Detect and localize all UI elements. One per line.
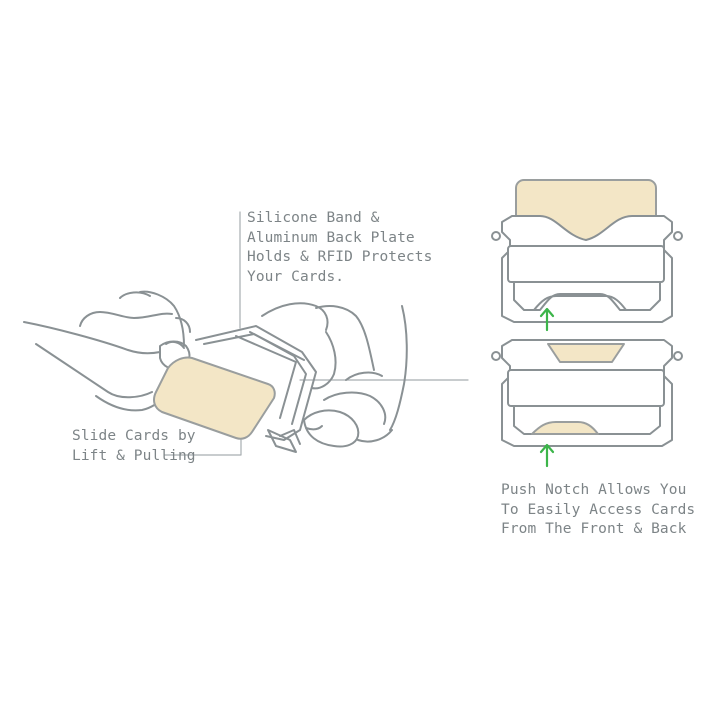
screw-top-left bbox=[491, 231, 501, 241]
left-arm-lower bbox=[35, 343, 153, 399]
band-top bbox=[507, 245, 665, 283]
left-finger-tip bbox=[175, 317, 191, 333]
right-finger-3 bbox=[345, 371, 383, 381]
leader-slide bbox=[164, 439, 242, 456]
card-peek-top bbox=[547, 343, 625, 363]
leader-lines bbox=[164, 211, 469, 456]
frame-top-inner bbox=[513, 257, 661, 311]
hands-illustration bbox=[23, 290, 408, 453]
screw-top-right bbox=[673, 231, 683, 241]
wallet-view-top bbox=[491, 179, 683, 323]
callout-push-notch: Push Notch Allows You To Easily Access C… bbox=[501, 481, 695, 540]
screw-bottom-right bbox=[673, 351, 683, 361]
callout-silicone-band: Silicone Band & Aluminum Back Plate Hold… bbox=[247, 209, 432, 287]
callout-line: To Easily Access Cards bbox=[501, 501, 696, 518]
arrow-up-icon bbox=[539, 443, 555, 468]
right-finger-tip bbox=[305, 425, 323, 431]
left-palm bbox=[79, 311, 173, 327]
right-arm-top bbox=[261, 302, 329, 331]
card-peek-bottom bbox=[531, 421, 599, 435]
callout-line: Slide Cards by bbox=[72, 428, 196, 444]
pulled-card bbox=[153, 356, 276, 440]
wallet-clip-2 bbox=[279, 429, 301, 445]
callout-line: Holds & RFID Protects bbox=[247, 249, 433, 265]
callout-line: From The Front & Back bbox=[501, 521, 687, 537]
callout-line: Aluminum Back Plate bbox=[247, 229, 415, 246]
callout-line: Silicone Band & bbox=[247, 210, 380, 226]
wallet-band-2 bbox=[249, 331, 305, 361]
left-finger-2 bbox=[119, 291, 151, 299]
band-bottom bbox=[507, 369, 665, 407]
left-thumbnail bbox=[165, 340, 185, 349]
notch-top bbox=[533, 295, 627, 311]
callout-line: Your Cards. bbox=[247, 268, 345, 285]
right-arm-outer bbox=[315, 305, 375, 371]
wallet-frame-outer bbox=[195, 325, 317, 441]
right-finger-2 bbox=[323, 391, 387, 425]
right-hand-lower bbox=[357, 429, 393, 443]
callout-slide-cards: Slide Cards by Lift & Pulling bbox=[72, 427, 196, 466]
wallet-view-bottom bbox=[491, 339, 683, 447]
left-arm-upper bbox=[23, 321, 161, 355]
right-wrist bbox=[389, 305, 408, 431]
arrow-up-icon bbox=[539, 307, 555, 332]
right-thumb bbox=[311, 331, 337, 390]
wallet-clip bbox=[267, 429, 297, 453]
right-finger-1 bbox=[303, 409, 360, 448]
wallet-band-1 bbox=[235, 335, 297, 419]
callout-line: Push Notch Allows You bbox=[501, 482, 687, 498]
left-finger-1 bbox=[139, 290, 185, 347]
screw-bottom-left bbox=[491, 351, 501, 361]
callout-line: Lift & Pulling bbox=[72, 447, 196, 464]
